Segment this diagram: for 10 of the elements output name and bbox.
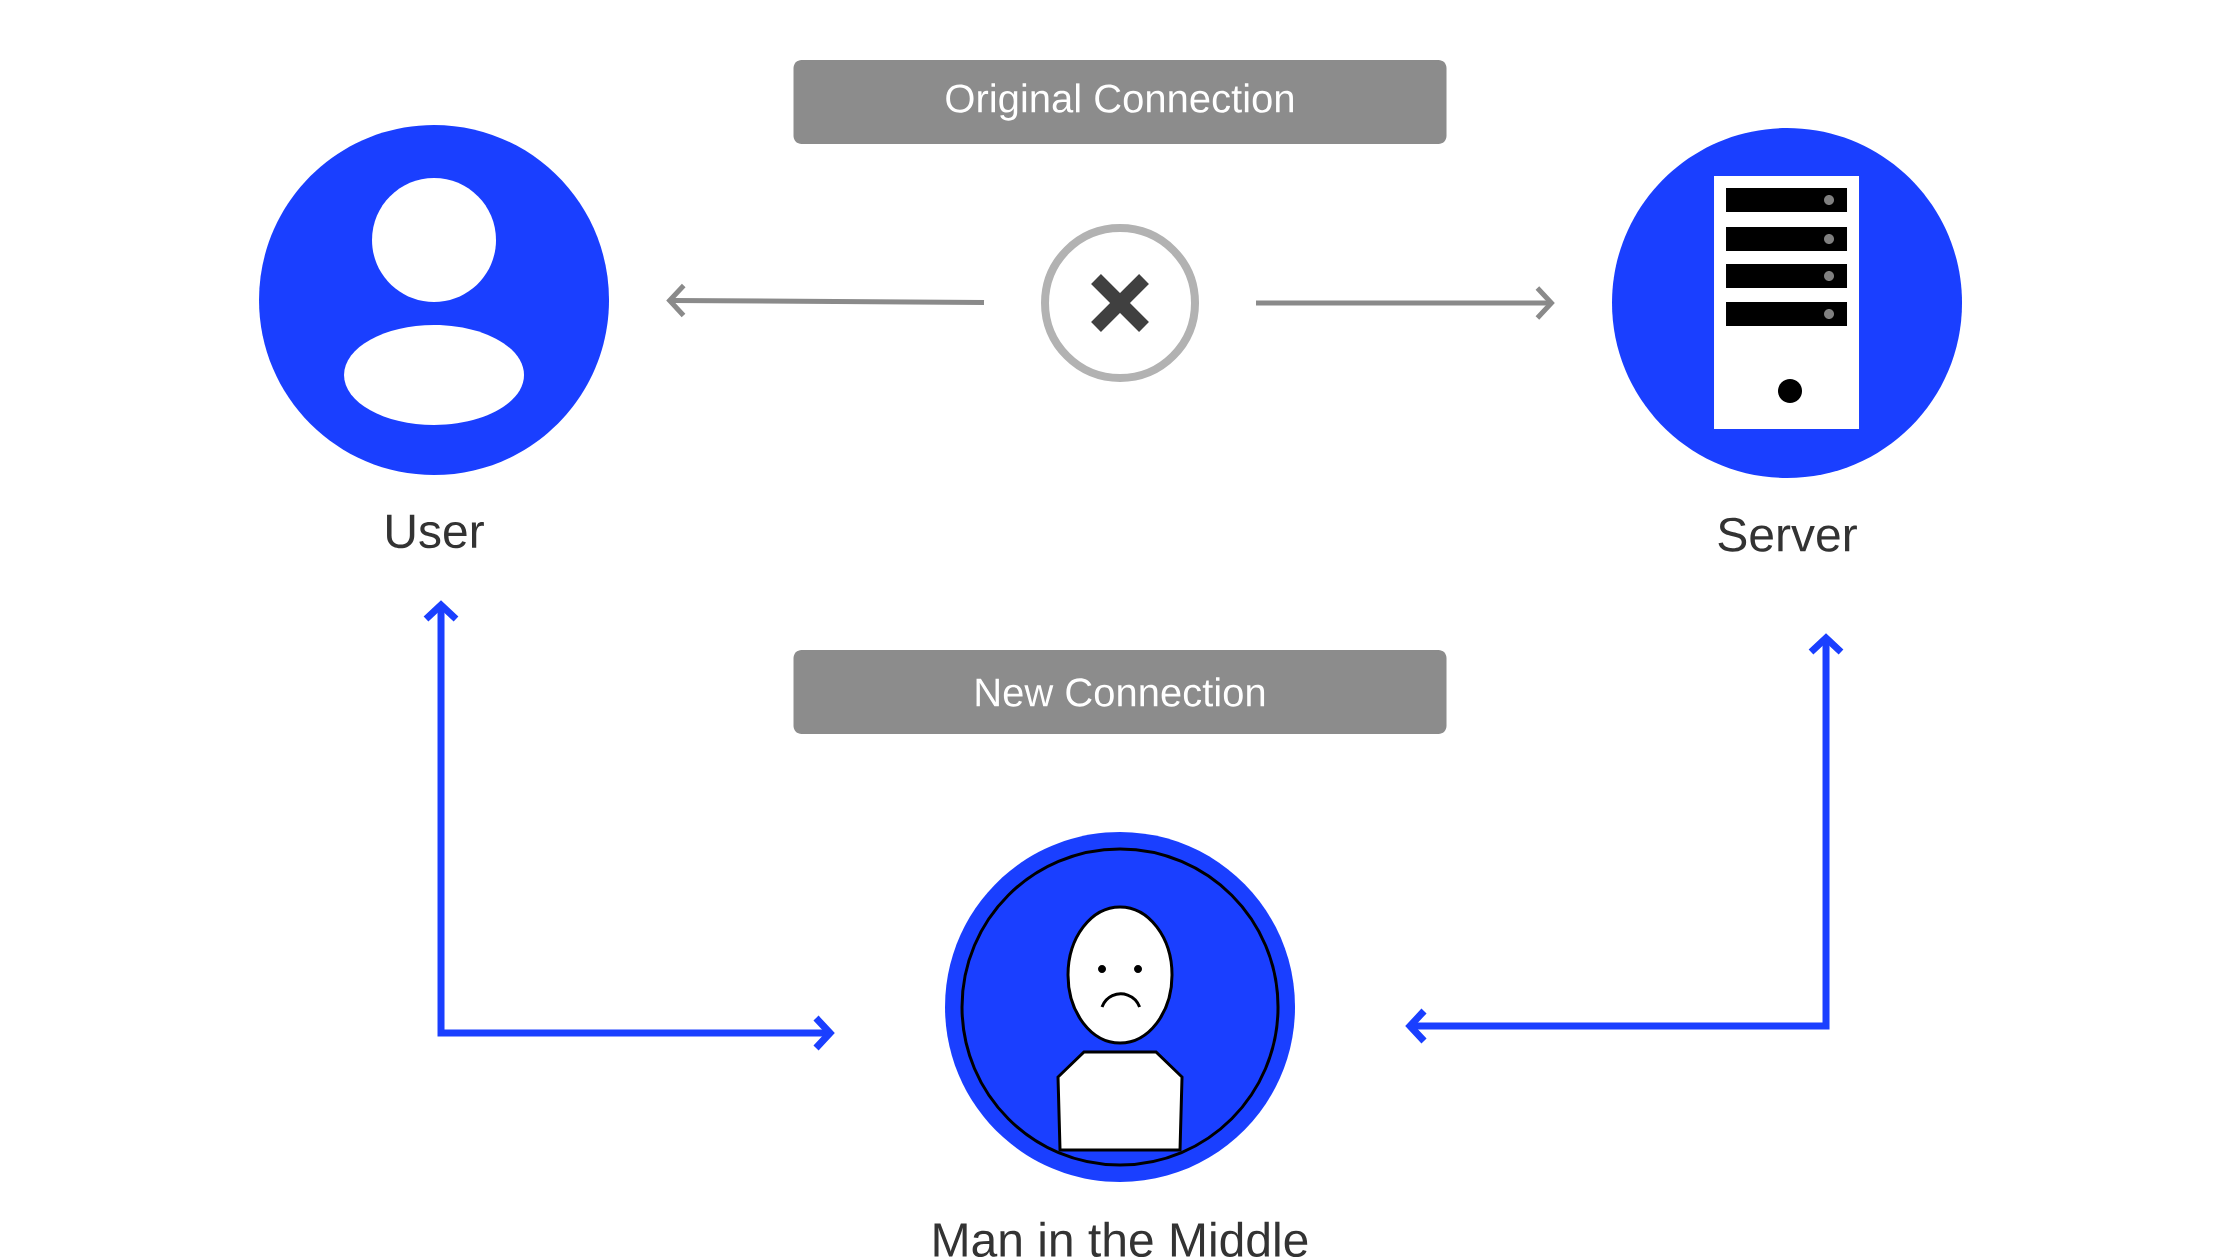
label-box: Original Connection: [793, 60, 1447, 144]
node-label: User: [387, 514, 484, 549]
label-box: New Connection: [793, 650, 1447, 734]
blocked-symbol: [1041, 224, 1199, 382]
arrow: [666, 283, 985, 318]
arrow: [423, 600, 835, 1051]
arrow: [1405, 633, 1844, 1044]
node-label: Man in the Middle: [934, 1221, 1308, 1257]
arrow: [1256, 286, 1555, 320]
node-label: Server: [1718, 517, 1857, 552]
